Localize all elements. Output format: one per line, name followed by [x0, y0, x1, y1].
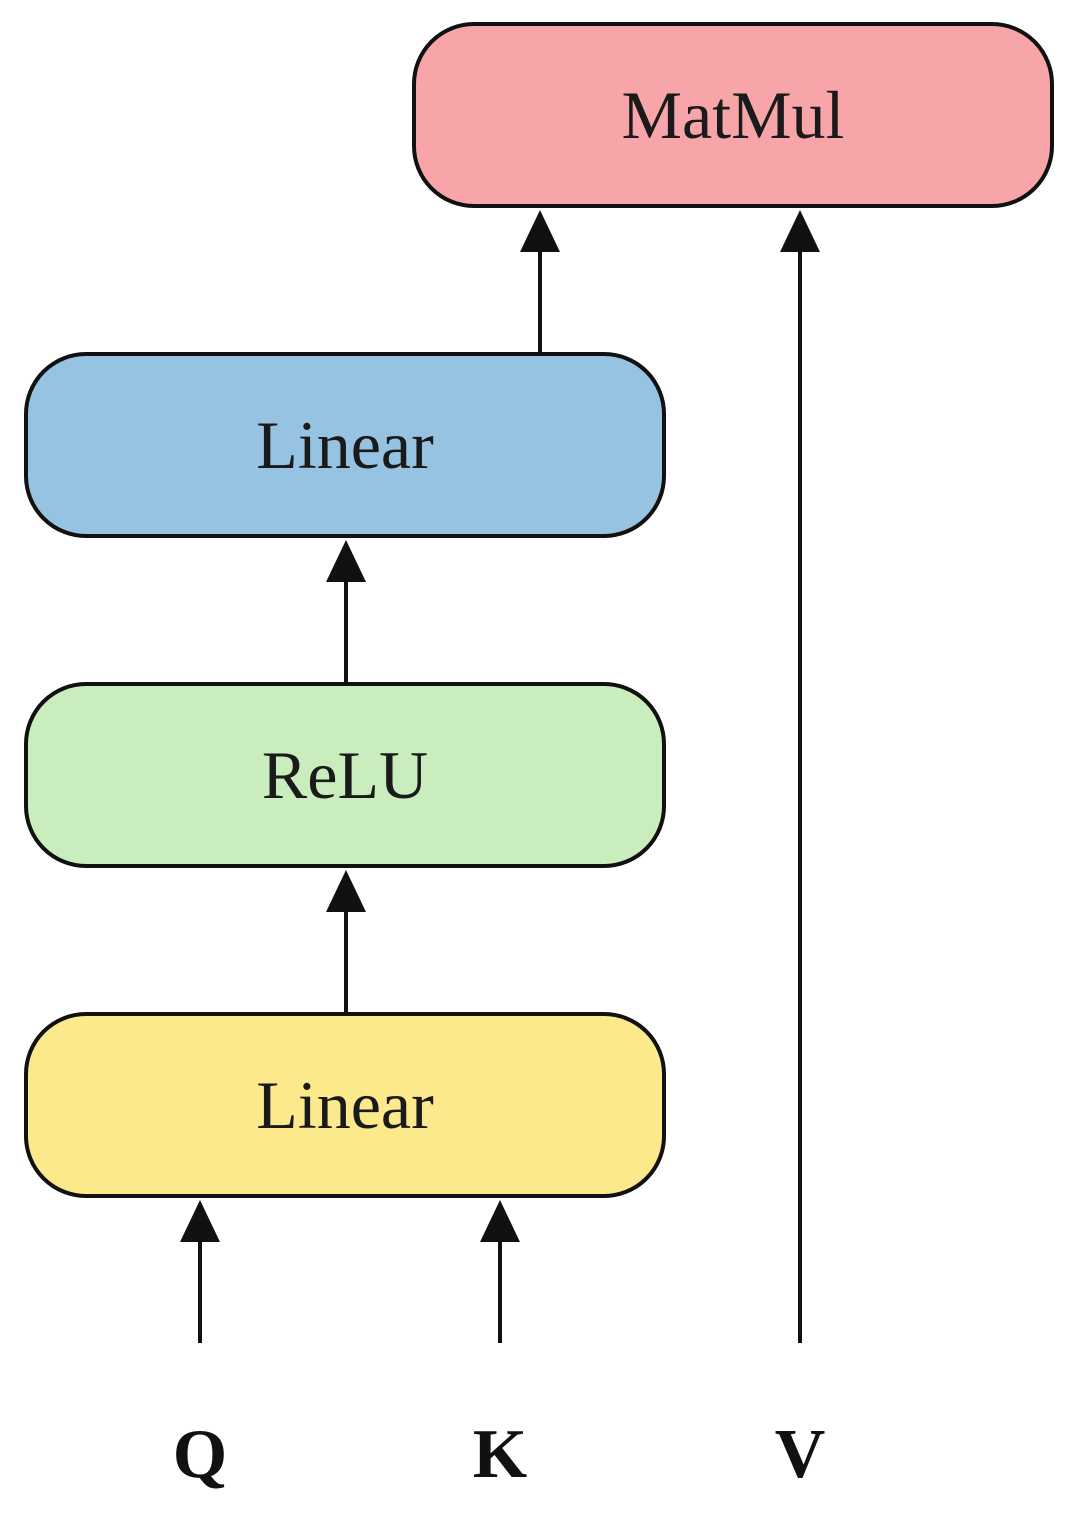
matmul-block: MatMul [412, 22, 1054, 208]
linear-top-label: Linear [256, 406, 434, 483]
input-k-label: K [472, 1416, 528, 1493]
matmul-label: MatMul [621, 76, 845, 153]
linear-bottom-label: Linear [256, 1066, 434, 1143]
input-q-label: Q [172, 1416, 228, 1493]
arrow-linear-to-matmul [520, 210, 560, 352]
input-v-label: V [774, 1416, 826, 1493]
arrow-k-to-linear [480, 1200, 520, 1343]
arrow-v-to-matmul [780, 210, 820, 1343]
arrow-q-to-linear [180, 1200, 220, 1343]
linear-top-block: Linear [24, 352, 666, 538]
linear-bottom-block: Linear [24, 1012, 666, 1198]
relu-label: ReLU [261, 736, 429, 813]
arrow-relu-to-linear [326, 540, 366, 682]
arrow-linear-to-relu [326, 870, 366, 1012]
relu-block: ReLU [24, 682, 666, 868]
